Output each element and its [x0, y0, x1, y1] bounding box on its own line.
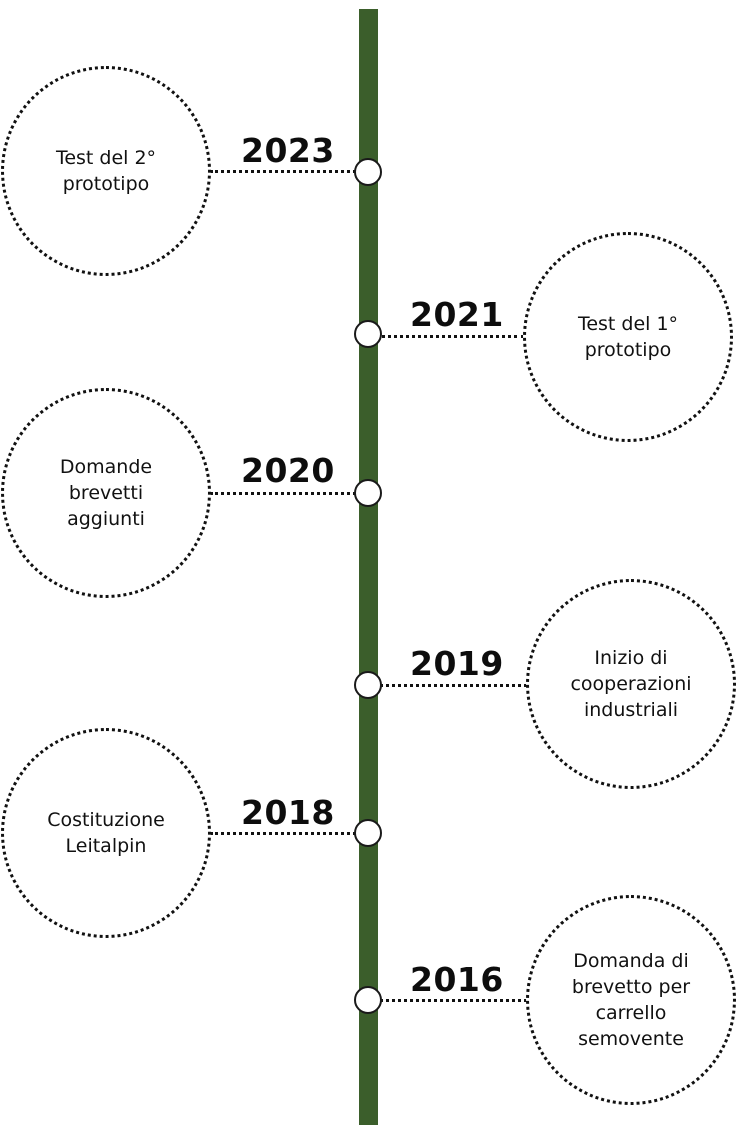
year-label-2021: 2021 — [410, 295, 504, 334]
connector-2021 — [369, 335, 524, 338]
year-label-2023: 2023 — [241, 131, 335, 170]
event-text-2016: Domanda di brevetto per carrello semoven… — [571, 950, 691, 1050]
event-text-2020: Domande brevetti aggiunti — [59, 456, 153, 530]
timeline-node-2023 — [354, 158, 382, 186]
connector-2023 — [210, 170, 368, 173]
timeline-node-2018 — [354, 819, 382, 847]
timeline-node-2019 — [354, 671, 382, 699]
event-bubble-2019: Inizio di cooperazioni industriali — [526, 579, 736, 789]
event-bubble-2021: Test del 1° prototipo — [523, 232, 733, 442]
connector-2016 — [369, 999, 527, 1002]
event-text-2023: Test del 2° prototipo — [55, 147, 157, 195]
event-text-2019: Inizio di cooperazioni industriali — [570, 647, 692, 721]
event-bubble-2018: Costituzione Leitalpin — [1, 728, 211, 938]
event-bubble-2016: Domanda di brevetto per carrello semoven… — [526, 895, 736, 1105]
connector-2020 — [210, 492, 368, 495]
timeline-node-2016 — [354, 986, 382, 1014]
connector-2018 — [210, 832, 368, 835]
timeline-node-2021 — [354, 320, 382, 348]
year-label-2019: 2019 — [410, 644, 504, 683]
event-bubble-2020: Domande brevetti aggiunti — [1, 388, 211, 598]
event-bubble-2023: Test del 2° prototipo — [1, 66, 211, 276]
year-label-2018: 2018 — [241, 793, 335, 832]
event-text-2018: Costituzione Leitalpin — [47, 809, 165, 857]
timeline-node-2020 — [354, 479, 382, 507]
event-text-2021: Test del 1° prototipo — [577, 313, 679, 361]
year-label-2020: 2020 — [241, 451, 335, 490]
year-label-2016: 2016 — [410, 960, 504, 999]
connector-2019 — [369, 684, 527, 687]
